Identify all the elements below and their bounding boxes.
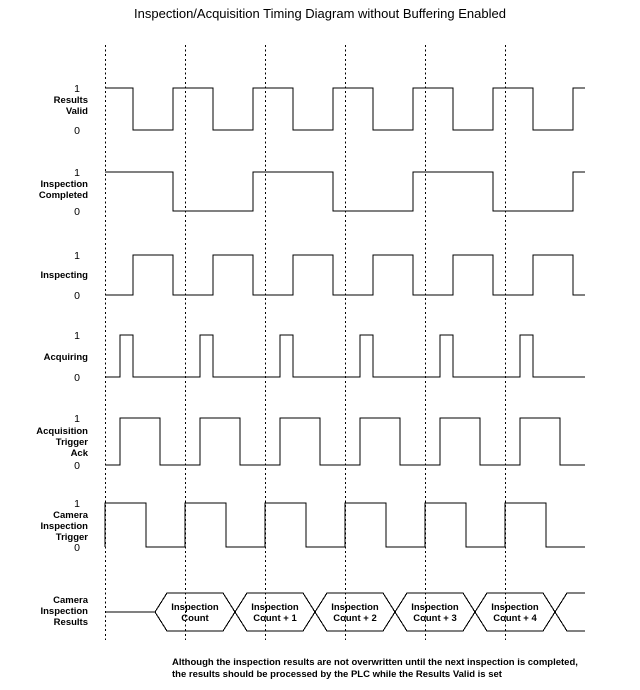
waveform-acquiring — [105, 334, 585, 378]
results-hex-line: Count — [181, 613, 209, 624]
row-label-line: Acquisition — [36, 426, 88, 437]
waveform-results-valid — [105, 87, 585, 131]
waveform-inspecting — [105, 254, 585, 296]
row-label-line: Camera — [53, 595, 89, 606]
row-label-line: Acquiring — [44, 352, 89, 363]
waveforms-group — [104, 87, 585, 548]
level-low-acquisition-trigger-ack: 0 — [74, 460, 80, 472]
results-hex-line: Count + 4 — [493, 613, 537, 624]
footnote-line-1: Although the inspection results are not … — [172, 657, 578, 668]
row-label-line: Inspection — [40, 606, 88, 617]
footnote-line-2: the results should be processed by the P… — [172, 669, 503, 680]
row-label-line: Inspection — [40, 521, 88, 532]
level-low-camera-inspection-trigger: 0 — [74, 542, 80, 554]
row-label-line: Inspection — [40, 179, 88, 190]
level-high-acquiring: 1 — [74, 330, 80, 342]
row-label-line: Ack — [71, 448, 89, 459]
results-hex-line: Inspection — [411, 602, 459, 613]
results-hex-line: Inspection — [491, 602, 539, 613]
results-hex-line: Count + 3 — [413, 613, 457, 624]
results-hex-line: Inspection — [331, 602, 379, 613]
results-hex-line: Inspection — [171, 602, 219, 613]
row-label-line: Completed — [39, 190, 88, 201]
row-label-line: Camera — [53, 510, 89, 521]
waveform-inspection-completed — [105, 171, 585, 212]
results-hex-line: Count + 1 — [253, 613, 297, 624]
waveform-acquisition-trigger-ack — [105, 417, 585, 466]
row-label-acquiring: Acquiring — [44, 352, 89, 363]
level-high-results-valid: 1 — [74, 83, 80, 95]
row-label-line: Results — [54, 617, 88, 628]
row-label-line: Trigger — [56, 437, 89, 448]
waveform-camera-inspection-trigger — [104, 502, 585, 548]
grid-lines-group — [105, 45, 506, 640]
results-hex-line: Inspection — [251, 602, 299, 613]
level-low-acquiring: 0 — [74, 372, 80, 384]
level-low-results-valid: 0 — [74, 125, 80, 137]
row-label-line: Results — [54, 95, 88, 106]
row-label-line: Inspecting — [40, 270, 88, 281]
level-high-inspection-completed: 1 — [74, 167, 80, 179]
row-label-line: Valid — [66, 106, 88, 117]
results-hex-line: Count + 2 — [333, 613, 377, 624]
level-high-camera-inspection-trigger: 1 — [74, 498, 80, 510]
level-low-inspecting: 0 — [74, 290, 80, 302]
row-label-line: Trigger — [56, 532, 89, 543]
level-low-inspection-completed: 0 — [74, 206, 80, 218]
row-label-inspecting: Inspecting — [40, 270, 88, 281]
page-title: Inspection/Acquisition Timing Diagram wi… — [134, 6, 506, 21]
level-high-acquisition-trigger-ack: 1 — [74, 413, 80, 425]
results-bus-tail — [554, 592, 585, 632]
level-high-inspecting: 1 — [74, 250, 80, 262]
